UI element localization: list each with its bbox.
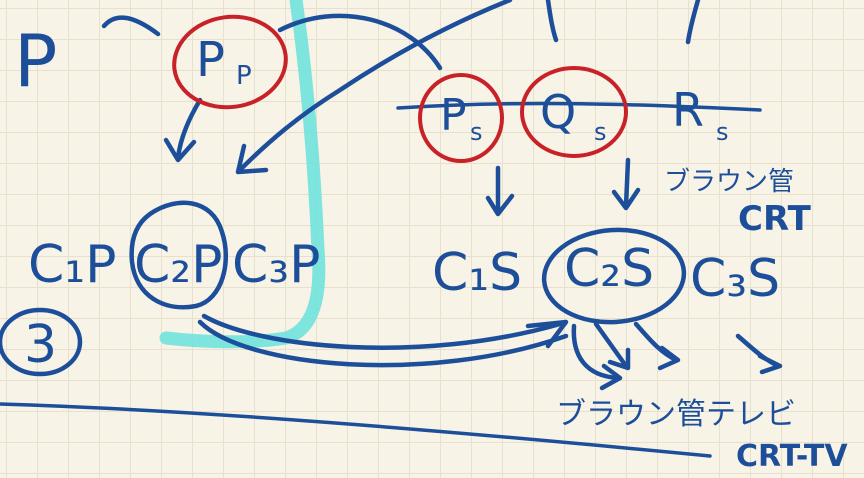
arrowhead-qs xyxy=(611,187,641,211)
c1s-label: C₁S xyxy=(432,243,522,303)
crt-jp-label: ブラウン管 xyxy=(664,167,794,197)
rs-label: R xyxy=(672,83,704,137)
ps-subscript: s xyxy=(470,118,483,146)
arrowhead-c2s-3 xyxy=(657,345,681,371)
arrowhead-ps xyxy=(485,193,515,217)
num3-label: 3 xyxy=(24,315,57,375)
arrowhead-long xyxy=(235,143,269,175)
pp-subscript: P xyxy=(236,61,252,91)
arrowhead-c2s-1 xyxy=(599,363,623,391)
stroke-top-long xyxy=(237,0,513,173)
arrow-c2s-1 xyxy=(571,323,621,381)
arrow-p-to-pp xyxy=(101,15,161,37)
qs-circle xyxy=(520,66,628,158)
divider-line xyxy=(0,402,712,458)
c2p-label: C₂P xyxy=(134,235,223,295)
arrowhead-c3s xyxy=(757,353,783,375)
link-c2p-c2s-lower xyxy=(197,319,569,368)
crttv-jp-label: ブラウン管テレビ xyxy=(556,397,796,432)
c3s-label: C₃S xyxy=(690,249,780,309)
arrow-qs-down xyxy=(623,157,631,209)
c2s-label: C₂S xyxy=(564,239,654,299)
p-big-label: P xyxy=(14,19,57,103)
crt-label: CRT xyxy=(738,199,812,239)
c2s-circle xyxy=(541,227,687,325)
qs-label: Q xyxy=(540,85,576,139)
crttv-label: CRT-TV xyxy=(736,439,848,474)
arrowhead-pp-down xyxy=(163,137,197,163)
ps-label: P xyxy=(440,90,467,141)
c2p-circle xyxy=(129,200,228,310)
ps-circle xyxy=(418,73,504,163)
curve-ps-to-pp xyxy=(277,13,443,71)
rs-subscript: s xyxy=(716,118,729,146)
pp-circle xyxy=(172,14,288,110)
stroke-top-short xyxy=(545,0,559,43)
stroke-top-right xyxy=(685,0,701,45)
num3-circle xyxy=(0,307,83,377)
c1p-label: C₁P xyxy=(28,235,117,295)
strike-line xyxy=(396,101,762,112)
arrow-c2s-2 xyxy=(593,321,629,369)
pp-label: P xyxy=(196,32,225,88)
arrow-pp-down xyxy=(175,97,203,161)
c3p-label: C₃P xyxy=(232,235,321,295)
arrowhead-c2s-left xyxy=(525,319,569,349)
arrowhead-c2s-2 xyxy=(607,347,631,371)
qs-subscript: s xyxy=(594,118,607,146)
link-c2p-c2s-upper xyxy=(201,313,563,350)
